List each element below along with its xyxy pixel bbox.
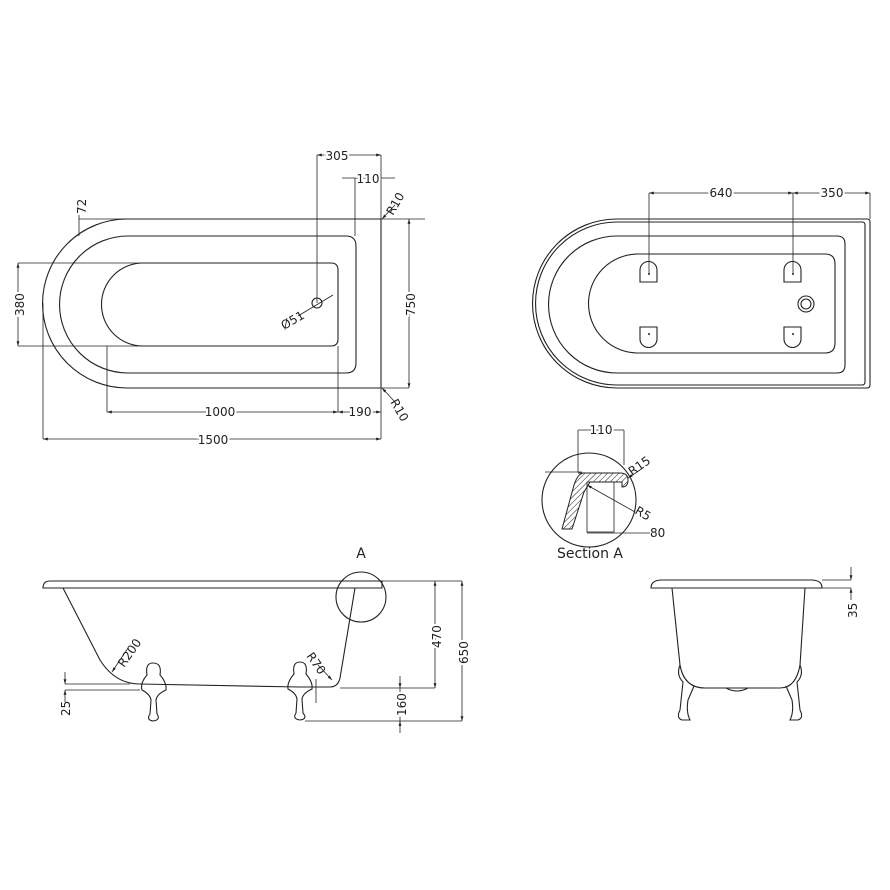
claw-foot <box>677 664 695 721</box>
dim-305: 305 <box>326 149 349 163</box>
dim-350: 350 <box>821 186 844 200</box>
inner-rim-outline <box>58 235 357 374</box>
bath-body <box>62 587 356 688</box>
section-dim-110: 110 <box>590 423 613 437</box>
end-view: 35 <box>650 567 860 721</box>
claw-foot <box>785 664 803 721</box>
dim-650: 650 <box>457 641 471 664</box>
claw-foot <box>141 662 167 722</box>
dim-160: 160 <box>395 693 409 716</box>
underside-view: 640 350 <box>532 184 871 389</box>
foot-pad <box>639 261 658 283</box>
radius-r200: R200 <box>115 636 144 670</box>
section-dim-80: 80 <box>650 526 665 540</box>
bath-body <box>671 587 806 689</box>
dim-25: 25 <box>59 701 73 716</box>
dim-35: 35 <box>846 603 860 618</box>
section-a-title: Section A <box>557 546 623 562</box>
radius-r10-bottom: R10 <box>387 397 411 424</box>
plan-view: 305 110 72 380 750 1000 190 1500 R10 R10… <box>11 147 425 449</box>
dim-1500: 1500 <box>198 433 229 447</box>
foot-pad <box>783 261 802 283</box>
bath-rim <box>42 580 383 589</box>
dim-72: 72 <box>75 199 89 214</box>
detail-a-label: A <box>356 546 366 562</box>
bath-rim <box>650 579 823 589</box>
dim-110: 110 <box>357 172 380 186</box>
radius-r5: R5 <box>633 503 654 523</box>
radius-r70: R70 <box>304 650 329 677</box>
waste-diameter: Ø51 <box>279 308 307 332</box>
waste-outlet <box>797 295 815 313</box>
radius-r15: R15 <box>626 453 653 478</box>
side-view: A 25 R200 R70 470 650 160 <box>42 546 473 733</box>
foot-pad <box>783 326 802 348</box>
foot-pad <box>639 326 658 348</box>
dim-640: 640 <box>710 186 733 200</box>
claw-foot <box>287 661 313 721</box>
bath-floor-outline <box>101 262 339 347</box>
section-a-detail: 110 R15 R5 80 Section A <box>541 421 665 562</box>
dim-190: 190 <box>349 405 372 419</box>
detail-a-marker <box>335 571 387 623</box>
dim-750: 750 <box>404 293 418 316</box>
dim-1000: 1000 <box>205 405 236 419</box>
radius-r10-top: R10 <box>383 190 407 217</box>
dim-470: 470 <box>430 625 444 648</box>
outer-rim-outline <box>42 218 382 389</box>
dim-380: 380 <box>13 293 27 316</box>
